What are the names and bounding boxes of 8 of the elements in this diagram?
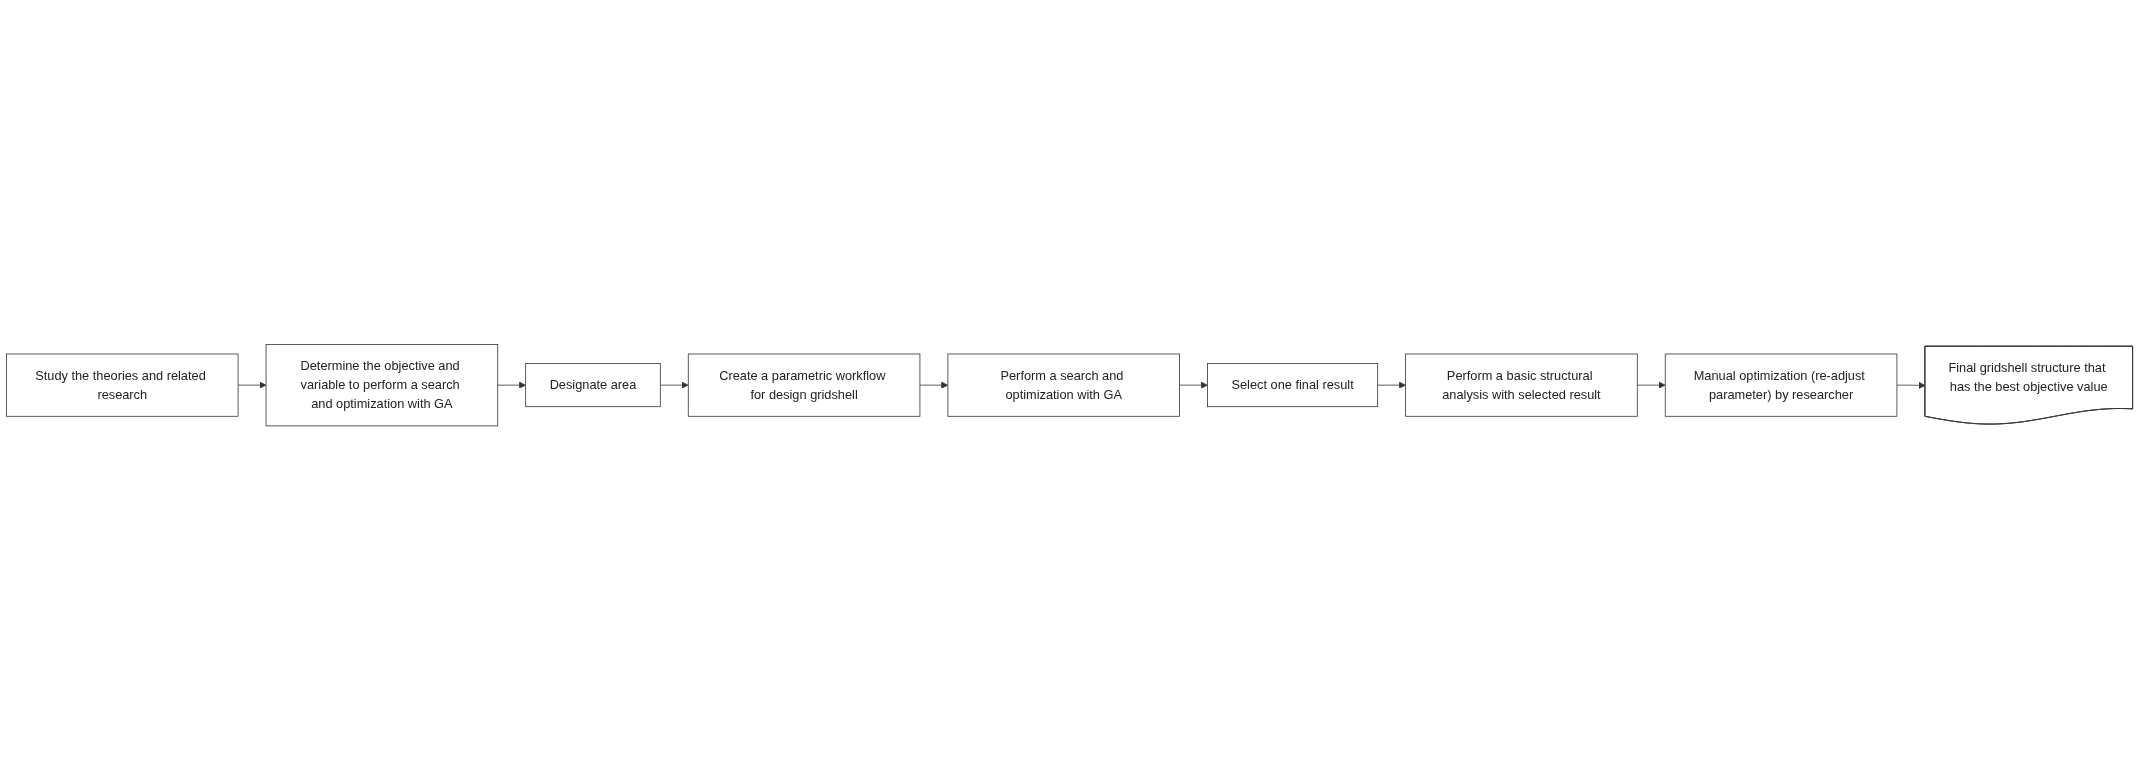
node-box: Perform a basic structural analysis with selected result xyxy=(1405,353,1638,418)
node-box: Create a parametric workflow for design gridshell xyxy=(687,353,921,418)
node-box: Manual optimization (re-adjust parameter) by researcher xyxy=(1664,353,1898,418)
node-box: Study the theories and related research xyxy=(6,353,239,418)
node-box: Perform a search and optimization with GA xyxy=(947,353,1180,418)
node-box: Select one final result xyxy=(1207,363,1379,408)
node-box: Designate area xyxy=(525,363,661,408)
node-box: Determine the objective and variable to perform a search and optimization with GA xyxy=(265,344,499,427)
